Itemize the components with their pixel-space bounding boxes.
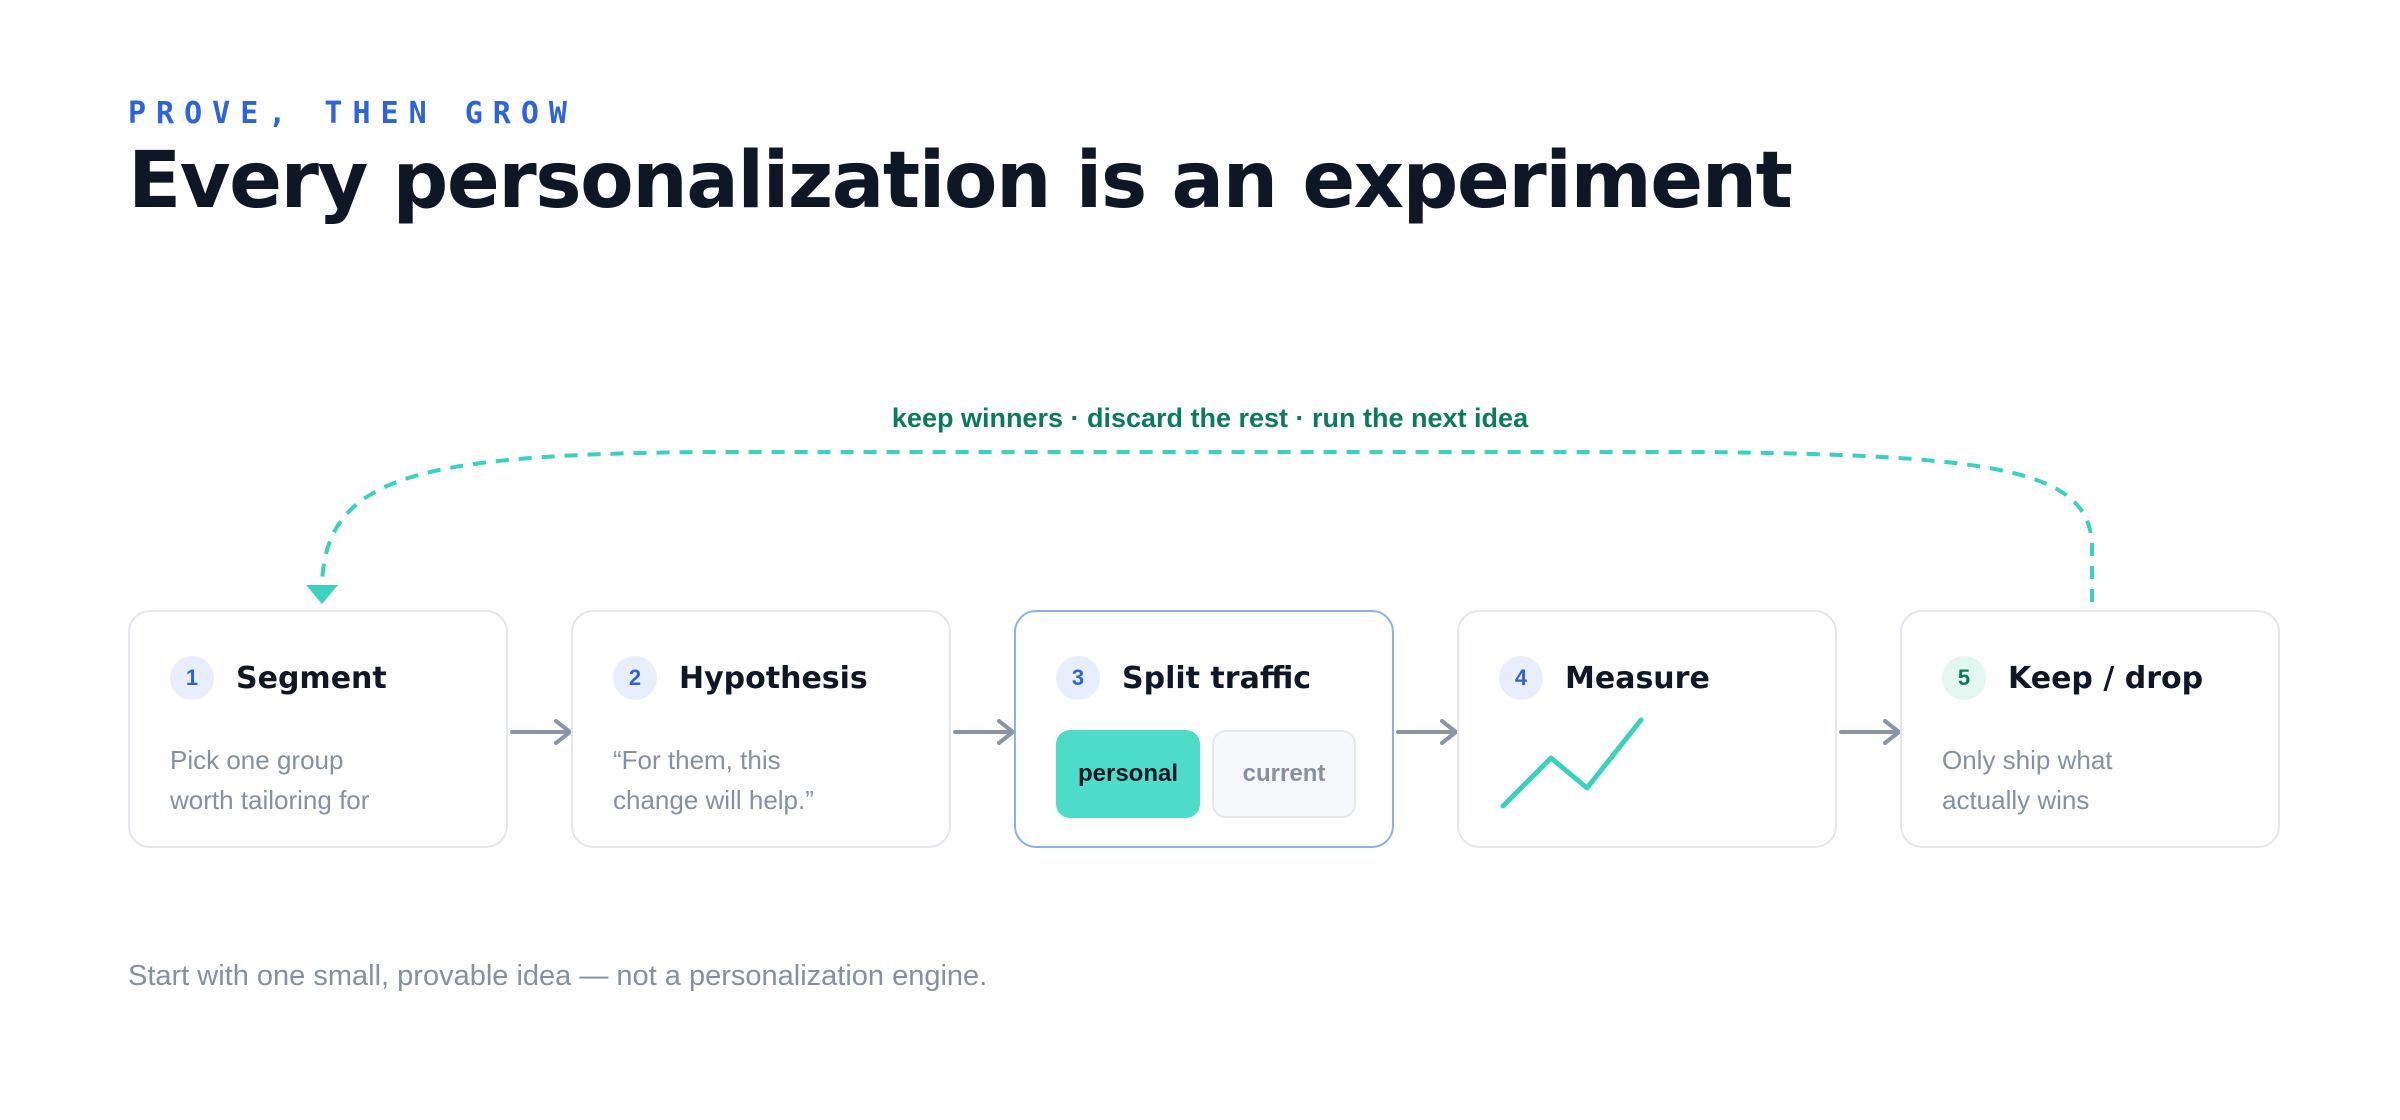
step-card-keep-drop: 5 Keep / drop Only ship what actually wi… (1900, 610, 2280, 848)
step-number: 2 (613, 656, 657, 700)
step-description: Pick one group worth tailoring for (170, 745, 370, 815)
arrow-right-icon (1839, 719, 1901, 745)
step-number: 4 (1499, 656, 1543, 700)
step-description: “For them, this change will help.” (613, 745, 814, 815)
step-title: Measure (1565, 660, 1710, 696)
variant-current[interactable]: current (1212, 730, 1356, 818)
arrow-right-icon (953, 719, 1015, 745)
variant-personal[interactable]: personal (1056, 730, 1200, 818)
step-card-split-traffic: 3 Split traffic personal current (1014, 610, 1394, 848)
trend-line-icon (1500, 717, 1644, 809)
arrow-right-icon (1396, 719, 1458, 745)
loop-label: keep winners · discard the rest · run th… (891, 403, 1529, 433)
step-number: 1 (170, 656, 214, 700)
arrow-right-icon (510, 719, 572, 745)
step-card-hypothesis: 2 Hypothesis “For them, this change will… (571, 610, 951, 848)
step-title: Hypothesis (679, 660, 868, 696)
page-title: Every personalization is an experiment (128, 136, 1793, 226)
step-card-measure: 4 Measure (1457, 610, 1837, 848)
step-number: 5 (1942, 656, 1986, 700)
footer-note: Start with one small, provable idea — no… (128, 960, 988, 992)
step-title: Keep / drop (2008, 660, 2204, 696)
step-card-segment: 1 Segment Pick one group worth tailoring… (128, 610, 508, 848)
step-title: Split traffic (1122, 660, 1312, 696)
eyebrow-label: PROVE, THEN GROW (128, 96, 577, 131)
step-number: 3 (1056, 656, 1100, 700)
feedback-loop-arrow (306, 450, 2094, 604)
step-description: Only ship what actually wins (1942, 745, 2113, 815)
step-title: Segment (236, 660, 387, 696)
